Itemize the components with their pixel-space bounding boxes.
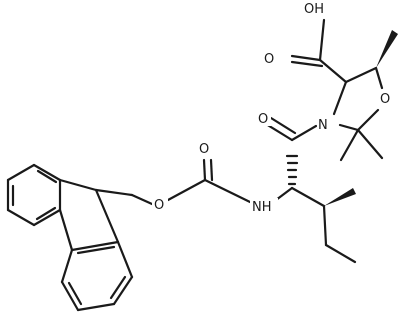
bond (130, 193, 154, 206)
bond (264, 122, 294, 142)
bond (290, 124, 318, 142)
bond (58, 178, 98, 192)
bond (203, 178, 252, 204)
bond (374, 66, 384, 90)
bond (6, 163, 36, 182)
wedge-bond (376, 30, 398, 68)
bond (32, 208, 62, 227)
atom-o-carbamate-ester: O (154, 198, 164, 213)
bond (318, 58, 348, 84)
bond (112, 275, 134, 306)
bond (60, 248, 74, 284)
label-bg (257, 110, 271, 126)
label-bg (262, 50, 276, 66)
atom-nh: NH (252, 200, 272, 215)
bond (269, 116, 297, 135)
bond (202, 158, 207, 182)
atom-o-acid-carbonyl: O (264, 52, 274, 67)
bond (332, 80, 348, 116)
bond (290, 54, 322, 62)
bond (209, 158, 214, 182)
bond (290, 186, 326, 208)
bond (6, 208, 36, 227)
bond (356, 128, 384, 160)
bond (76, 302, 116, 312)
bond (290, 60, 324, 68)
bond-double-inner (76, 245, 116, 255)
bond (94, 188, 134, 197)
bond-double-inner (67, 281, 83, 306)
atom-o-carbamate-double: O (199, 142, 209, 157)
atom-o-ring: O (380, 92, 390, 107)
bond (58, 208, 74, 252)
bond (70, 240, 120, 252)
bond (324, 243, 357, 264)
bond (356, 108, 380, 132)
atom-labels: OH O O N O O O NH (152, 0, 393, 215)
bond (322, 204, 328, 247)
bond (274, 186, 294, 202)
bond (338, 123, 360, 132)
bond (32, 163, 62, 182)
bond (318, 18, 326, 62)
atom-oh: OH (304, 2, 324, 17)
label-bg (379, 90, 393, 106)
bond-double-inner (35, 206, 57, 221)
label-bg (250, 198, 278, 214)
bond (60, 280, 80, 312)
bond (116, 240, 134, 279)
label-bg (317, 116, 331, 132)
bond (94, 188, 120, 244)
wedge-bond (324, 188, 356, 206)
label-bg (301, 0, 329, 16)
bond (166, 178, 207, 202)
bond (339, 128, 360, 162)
atom-n-ring: N (318, 118, 328, 133)
label-bg (152, 196, 168, 212)
atom-o-amide: O (258, 112, 268, 127)
bonds (6, 18, 398, 312)
bond-double-inner (36, 169, 58, 184)
bond-double-inner (109, 275, 127, 300)
label-bg (197, 140, 213, 156)
bond (344, 66, 378, 84)
